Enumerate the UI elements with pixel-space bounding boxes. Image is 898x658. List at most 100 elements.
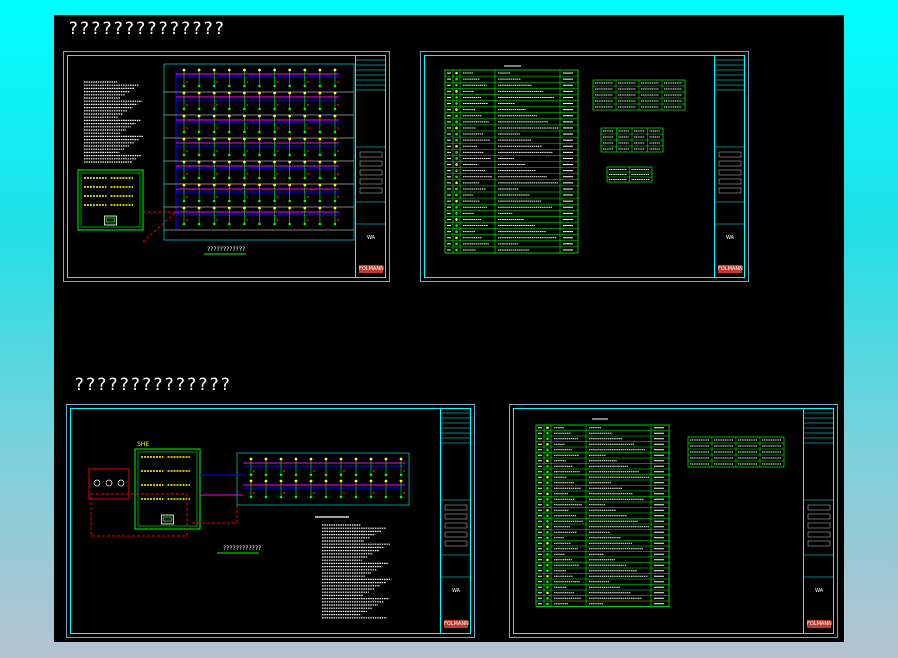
device-symbol xyxy=(337,81,339,83)
device-symbol xyxy=(212,130,216,134)
device-symbol xyxy=(306,219,309,221)
device-symbol xyxy=(212,183,216,187)
sheet-legend-table-2[interactable]: WA FOLMANN xyxy=(509,404,838,638)
sheet-legend-table-1[interactable]: WA FOLMANN xyxy=(420,51,749,282)
titleblock-field xyxy=(718,169,742,176)
device-symbol xyxy=(197,84,201,88)
device-symbol xyxy=(258,176,261,180)
device-symbol xyxy=(337,127,339,129)
device-symbol xyxy=(294,479,298,483)
device-symbol xyxy=(216,150,219,152)
device-symbol xyxy=(288,91,292,95)
legend-symbol xyxy=(546,574,549,578)
device-symbol xyxy=(373,470,375,472)
device-symbol xyxy=(333,176,337,180)
device-symbol xyxy=(243,222,246,226)
legend-symbol xyxy=(546,536,549,540)
device-symbol xyxy=(324,457,328,461)
device-symbol xyxy=(354,495,358,499)
device-symbol xyxy=(246,219,249,221)
titleblock-field xyxy=(359,178,383,185)
device-symbol xyxy=(197,107,201,111)
legend-symbol xyxy=(546,563,549,567)
legend-symbol xyxy=(546,431,549,435)
sheet-system-diagram-2[interactable]: SHE ???????????? WA FOLMANN xyxy=(66,404,475,638)
legend-symbol xyxy=(455,120,458,124)
cad-drawing-canvas[interactable]: ?????????????? ?????????????? ??????????… xyxy=(54,15,844,642)
device-symbol xyxy=(182,176,186,180)
device-symbol xyxy=(186,173,188,175)
device-symbol xyxy=(228,107,231,111)
device-symbol xyxy=(182,137,186,141)
titleblock-field xyxy=(807,522,831,529)
device-symbol xyxy=(333,199,337,203)
device-symbol xyxy=(182,222,186,226)
title-block: WA FOLMANN xyxy=(803,408,834,634)
device-symbol xyxy=(197,153,201,157)
device-symbol xyxy=(258,91,261,95)
panel-block-label: SHE xyxy=(137,441,150,448)
legend-symbol xyxy=(455,242,458,246)
legend-table-drawing xyxy=(444,59,745,254)
device-symbol xyxy=(403,492,405,494)
device-symbol xyxy=(288,84,291,88)
device-symbol xyxy=(318,222,322,226)
legend-symbol xyxy=(546,585,549,589)
legend-symbol xyxy=(455,71,458,75)
device-symbol xyxy=(182,199,186,203)
device-symbol xyxy=(369,473,373,477)
device-symbol xyxy=(182,130,186,134)
device-symbol xyxy=(279,473,283,477)
device-symbol xyxy=(212,137,216,141)
riser-frame xyxy=(236,452,410,506)
system-diagram-drawing xyxy=(88,412,471,619)
device-symbol xyxy=(273,130,276,134)
device-symbol xyxy=(384,479,388,483)
device-symbol xyxy=(318,206,322,210)
titleblock-code: WA xyxy=(451,588,461,594)
company-logo: FOLMANN xyxy=(444,620,469,628)
legend-symbol xyxy=(455,187,458,191)
device-symbol xyxy=(303,91,307,95)
titleblock-field xyxy=(444,531,468,538)
device-symbol xyxy=(197,114,201,118)
device-symbol xyxy=(313,470,315,472)
legend-symbol xyxy=(546,591,549,595)
device-symbol xyxy=(249,457,253,461)
device-symbol xyxy=(228,222,231,226)
legend-symbol xyxy=(546,448,549,452)
sheet-frame xyxy=(513,408,834,634)
device-symbol xyxy=(333,84,337,88)
device-symbol xyxy=(243,176,246,180)
device-symbol xyxy=(303,84,307,88)
device-symbol xyxy=(258,160,261,164)
device-symbol xyxy=(227,114,231,118)
device-symbol xyxy=(294,495,298,499)
titleblock-field xyxy=(359,169,383,176)
device-symbol xyxy=(243,130,246,134)
device-symbol xyxy=(249,479,253,483)
device-symbol xyxy=(288,114,292,118)
riser-frame xyxy=(163,63,355,241)
sheet-system-diagram-1[interactable]: ???????????? WA FOLMANN xyxy=(63,51,390,282)
device-symbol xyxy=(273,68,276,72)
device-symbol xyxy=(288,130,291,134)
device-symbol xyxy=(324,473,328,477)
monitor-icon xyxy=(104,215,117,226)
device-symbol xyxy=(227,160,231,164)
device-symbol xyxy=(216,173,219,175)
device-symbol xyxy=(186,196,188,198)
device-symbol xyxy=(243,199,246,203)
device-symbol xyxy=(337,196,339,198)
device-symbol xyxy=(306,173,309,175)
device-symbol xyxy=(197,137,201,141)
device-symbol xyxy=(273,199,276,203)
sheet-frame xyxy=(67,55,386,278)
device-symbol xyxy=(399,495,403,499)
legend-table xyxy=(535,424,670,607)
top-section-heading: ?????????????? xyxy=(68,19,226,39)
device-symbol xyxy=(243,160,246,164)
device-symbol xyxy=(117,479,125,487)
device-symbol xyxy=(212,107,216,111)
legend-symbol xyxy=(455,144,458,148)
